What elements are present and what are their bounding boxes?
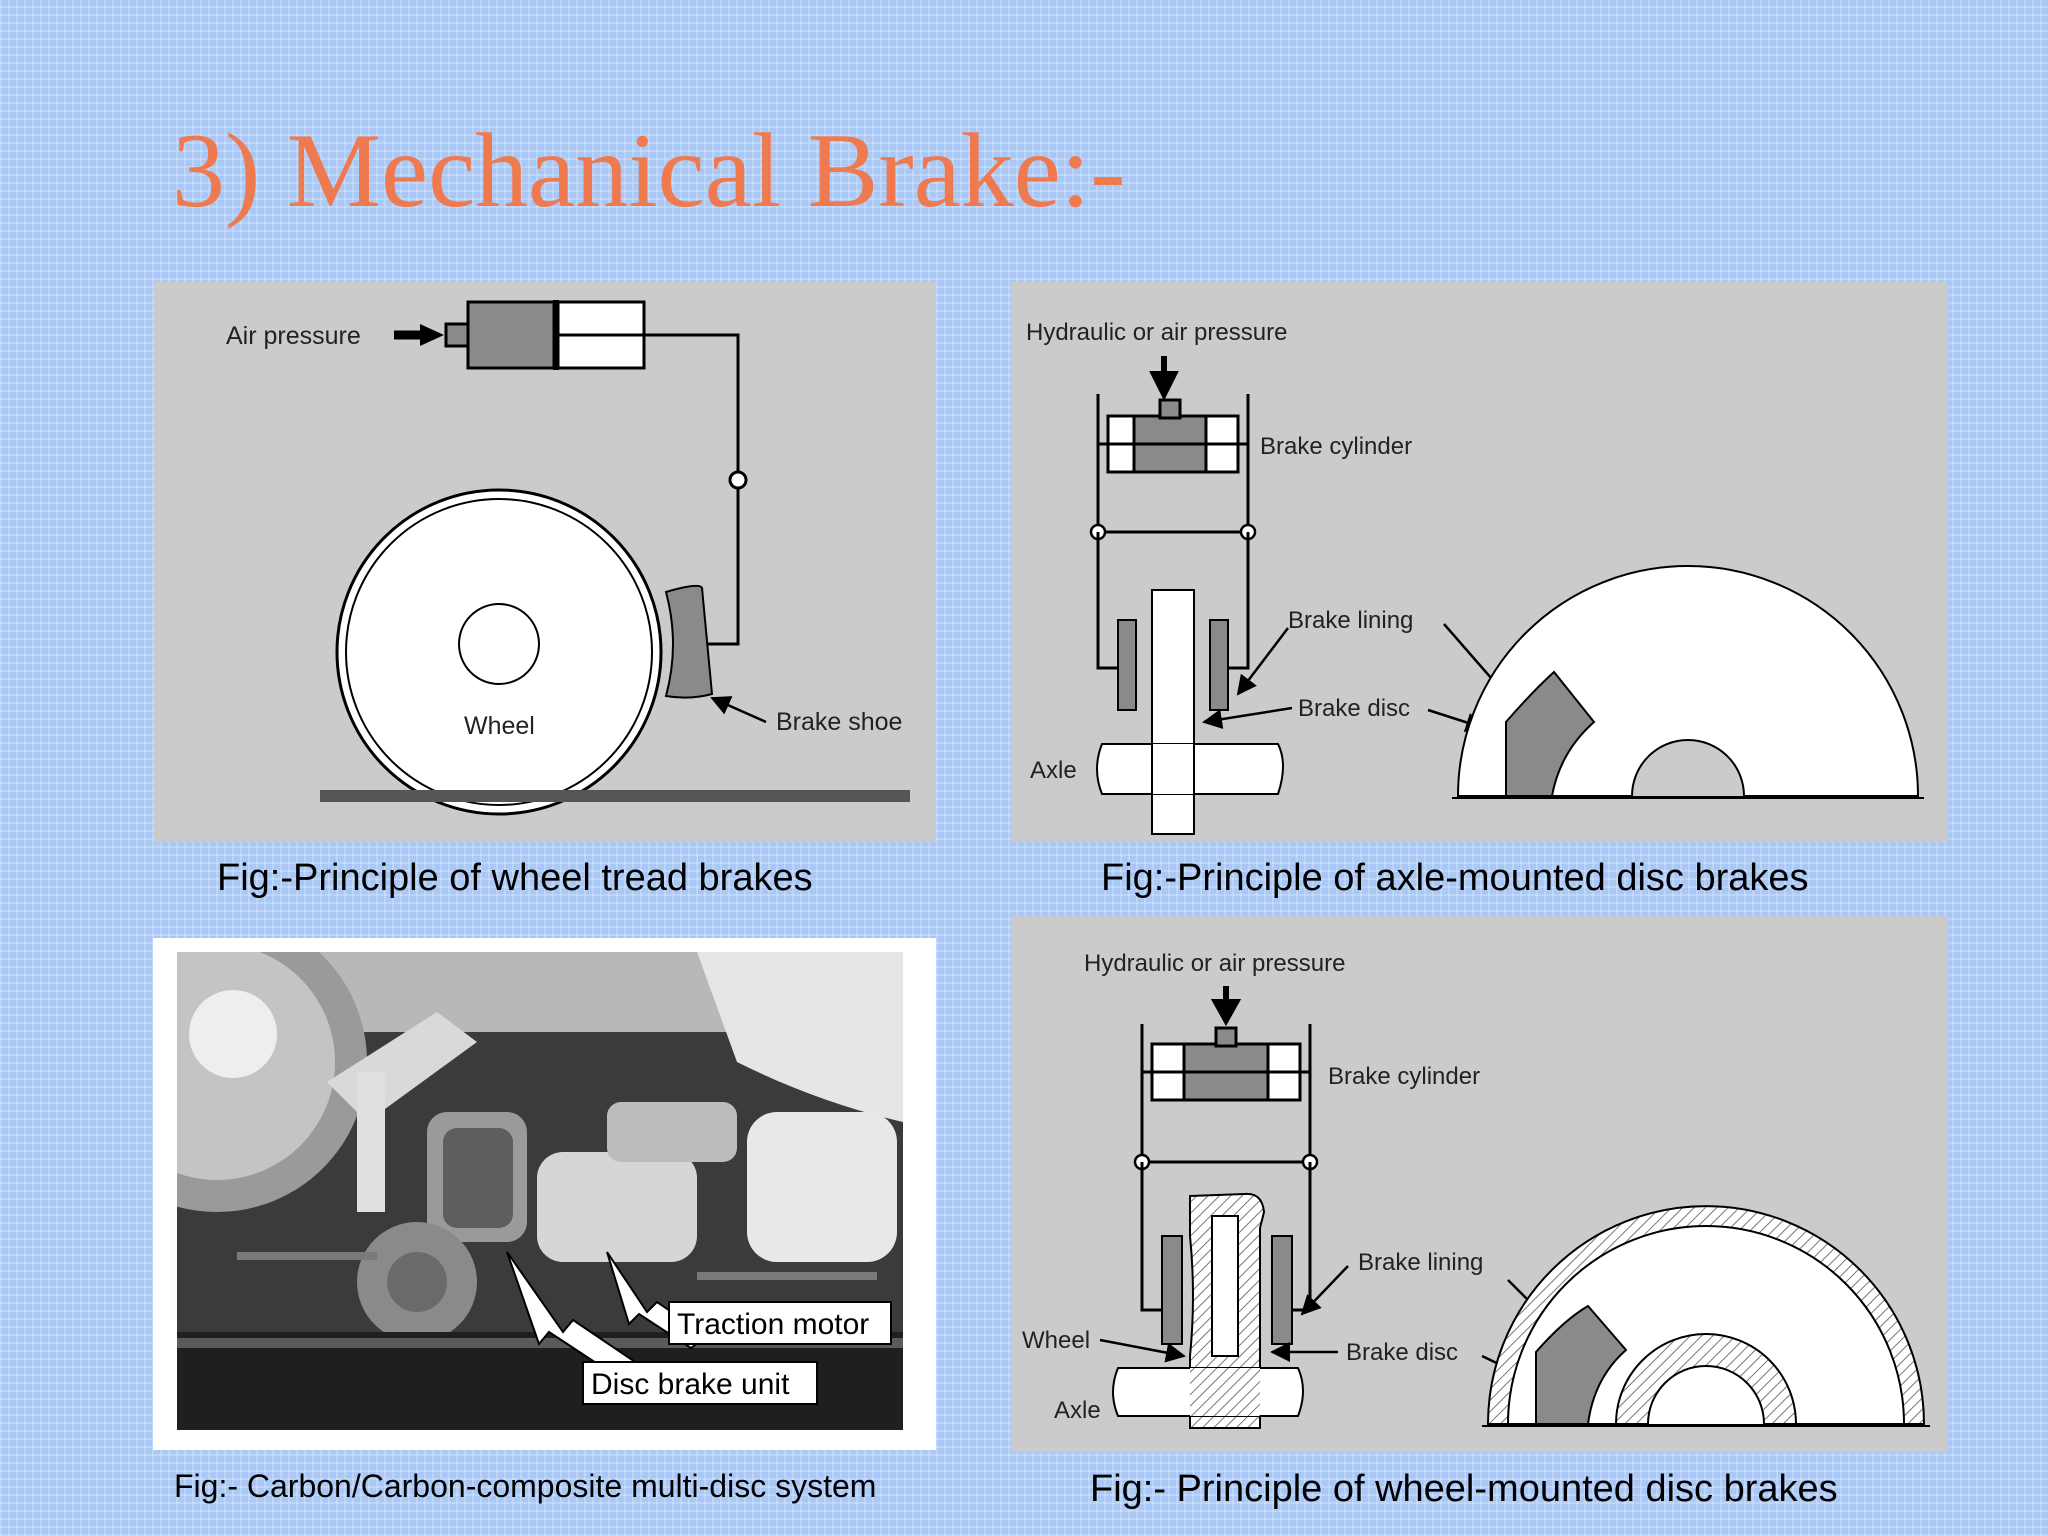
wheel-shape (335, 488, 663, 816)
brake-cylinder-label: Brake cylinder (1328, 1063, 1480, 1090)
axle-label: Axle (1030, 757, 1077, 784)
brake-lining-label: Brake lining (1358, 1249, 1483, 1276)
pressure-label: Hydraulic or air pressure (1026, 319, 1287, 346)
brake-disc-shape (1211, 1215, 1239, 1357)
brake-lining-right (1271, 1235, 1293, 1345)
axle-disc-brake-caption: Fig:-Principle of axle-mounted disc brak… (1101, 857, 1809, 899)
disc-brake-unit-label: Disc brake unit (591, 1368, 790, 1401)
linkage-pivot (728, 470, 748, 490)
traction-motor-label-box (668, 1301, 892, 1345)
brake-disc-shape (1151, 589, 1195, 835)
brake-disc-label: Brake disc (1346, 1339, 1458, 1366)
brake-cylinder-shape (444, 300, 646, 370)
brake-lining-right (1209, 619, 1229, 711)
brake-cylinder-label: Brake cylinder (1260, 433, 1412, 460)
axle-disc-brake-diagram: Hydraulic or air pressure Brake cylinder… (1012, 282, 1948, 842)
wheel-disc-brake-caption: Fig:- Principle of wheel-mounted disc br… (1090, 1468, 1838, 1510)
wheel-label: Wheel (464, 712, 535, 740)
brake-lining-left (1161, 1235, 1183, 1345)
air-pressure-arrow-icon (420, 324, 444, 346)
brake-shoe-shape (664, 584, 714, 699)
slide-title: 3) Mechanical Brake:- (172, 112, 1126, 229)
multi-disc-photo: Traction motor Disc brake unit (177, 952, 903, 1430)
air-pressure-label: Air pressure (226, 322, 361, 350)
pressure-arrow-icon (1149, 356, 1179, 401)
traction-motor-label: Traction motor (677, 1308, 869, 1341)
multi-disc-caption: Fig:- Carbon/Carbon-composite multi-disc… (174, 1468, 877, 1504)
axle-label: Axle (1054, 1397, 1101, 1424)
tread-brake-diagram: Air pressure Wheel Brake shoe (154, 282, 936, 842)
tread-brake-caption: Fig:-Principle of wheel tread brakes (217, 857, 813, 899)
wheel-label: Wheel (1022, 1327, 1090, 1354)
brake-disc-label: Brake disc (1298, 695, 1410, 722)
rail-line (320, 790, 910, 802)
wheel-disc-side-view (1482, 1205, 1930, 1427)
brake-shoe-label: Brake shoe (776, 708, 902, 736)
pressure-arrow-icon (1210, 986, 1242, 1027)
wheel-disc-brake-diagram: Hydraulic or air pressure Brake cylinder… (1012, 916, 1948, 1452)
disc-brake-unit-label-box (582, 1361, 818, 1405)
brake-lining-left (1117, 619, 1137, 711)
disc-side-view (1452, 565, 1924, 799)
brake-lining-label: Brake lining (1288, 607, 1413, 634)
pressure-label: Hydraulic or air pressure (1084, 950, 1345, 977)
